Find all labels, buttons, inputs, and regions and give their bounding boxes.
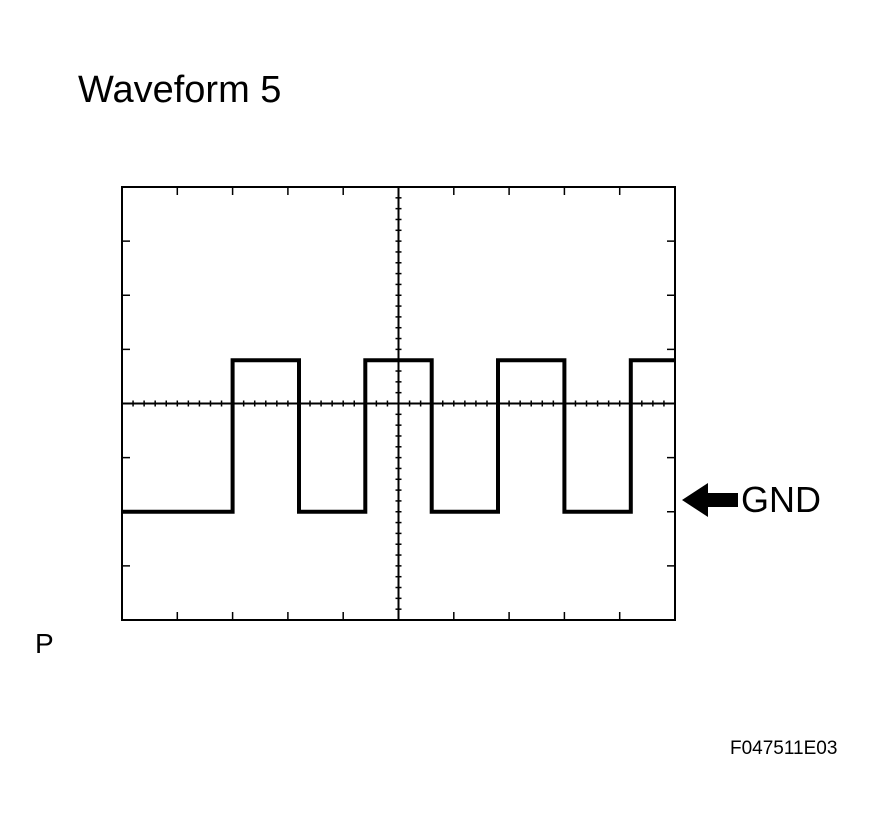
axis-minor-ticks [121, 186, 676, 621]
waveform-trace [122, 358, 675, 514]
figure-code: F047511E03 [730, 738, 838, 759]
waveform-title: Waveform 5 [78, 69, 282, 111]
left-arrow-icon [682, 483, 738, 517]
gnd-label: GND [741, 479, 821, 520]
corner-label: P [35, 628, 54, 659]
